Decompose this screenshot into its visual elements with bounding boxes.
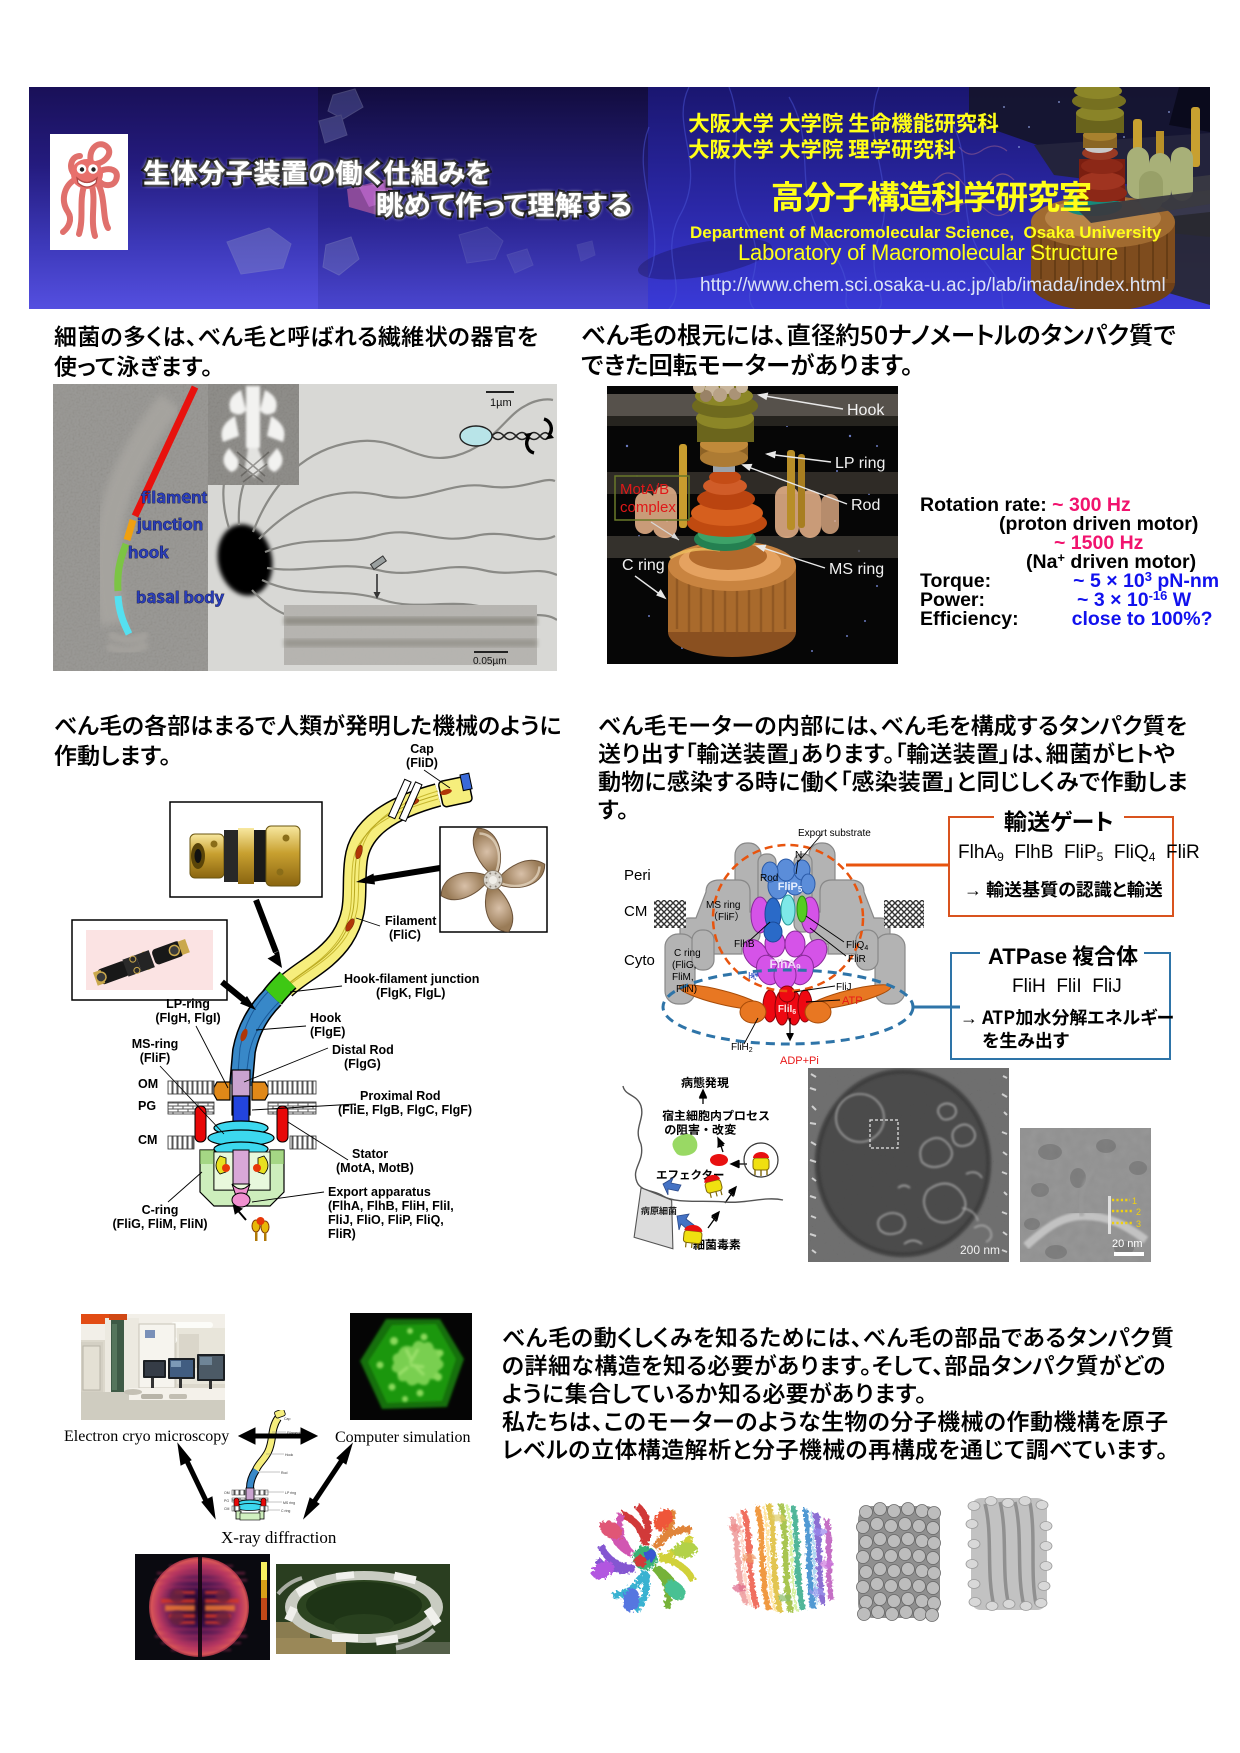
svg-text:(FliF): (FliF): [140, 1051, 171, 1065]
svg-text:FliJ: FliJ: [836, 982, 852, 993]
svg-text:C ring: C ring: [674, 948, 701, 959]
svg-text:Export apparatus: Export apparatus: [328, 1185, 431, 1199]
svg-text:ADP+Pi: ADP+Pi: [780, 1055, 819, 1067]
svg-text:C ring: C ring: [281, 1509, 290, 1513]
svg-text:Hook: Hook: [285, 1453, 293, 1457]
svg-text:Cap: Cap: [410, 742, 434, 756]
svg-text:(FliG,: (FliG,: [672, 960, 696, 971]
svg-text:MS ring: MS ring: [283, 1501, 295, 1505]
svg-text:FliR: FliR: [848, 954, 866, 965]
svg-text:LP-ring: LP-ring: [166, 997, 210, 1011]
svg-text:MotA/B: MotA/B: [620, 481, 669, 498]
svg-text:MS-ring: MS-ring: [132, 1037, 179, 1051]
svg-text:FliP5: FliP5: [778, 881, 803, 894]
svg-text:filament: filament: [141, 483, 208, 508]
svg-text:Export substrate: Export substrate: [798, 828, 871, 839]
svg-text:H+: H+: [748, 971, 759, 982]
svg-text:PG: PG: [224, 1499, 229, 1503]
svg-text:(FlgE): (FlgE): [310, 1025, 345, 1039]
svg-text:PG: PG: [138, 1099, 156, 1113]
svg-text:MS ring: MS ring: [829, 561, 884, 578]
svg-text:MS ring: MS ring: [706, 900, 740, 911]
svg-text:3: 3: [1136, 1219, 1141, 1229]
svg-text:病態発現: 病態発現: [681, 1074, 729, 1091]
svg-text:(FliG, FliM, FliN): (FliG, FliM, FliN): [112, 1217, 207, 1231]
svg-text:(FliD): (FliD): [406, 756, 438, 770]
svg-text:Cap: Cap: [284, 1417, 290, 1421]
svg-text:FliH2: FliH2: [731, 1042, 753, 1054]
svg-text:Distal Rod: Distal Rod: [332, 1043, 394, 1057]
svg-text:（FliF）: （FliF）: [708, 911, 745, 923]
svg-text:Stator: Stator: [352, 1147, 388, 1161]
svg-text:Hook-filament junction: Hook-filament junction: [344, 972, 479, 986]
svg-text:FliI6: FliI6: [778, 1004, 796, 1016]
svg-text:FliJ, FliO, FliP, FliQ,: FliJ, FliO, FliP, FliQ,: [328, 1213, 444, 1227]
svg-text:Filament: Filament: [287, 1431, 300, 1435]
svg-text:(FliC): (FliC): [389, 928, 421, 942]
svg-text:LP ring: LP ring: [835, 455, 885, 472]
svg-text:Hook: Hook: [310, 1011, 341, 1025]
svg-text:20 nm: 20 nm: [1112, 1238, 1143, 1250]
svg-text:2: 2: [1136, 1207, 1141, 1217]
svg-text:0.05µm: 0.05µm: [473, 656, 507, 667]
svg-text:Rod: Rod: [281, 1471, 287, 1475]
svg-text:CM: CM: [138, 1133, 157, 1147]
svg-text:細菌毒素: 細菌毒素: [692, 1236, 741, 1253]
svg-text:FliN): FliN): [676, 984, 697, 995]
svg-text:FliM,: FliM,: [672, 972, 694, 983]
svg-text:ATP: ATP: [842, 995, 863, 1007]
svg-text:宿主細胞内プロセス: 宿主細胞内プロセス: [662, 1107, 770, 1124]
svg-text:1µm: 1µm: [490, 397, 512, 409]
svg-text:200 nm: 200 nm: [960, 1243, 1000, 1257]
svg-text:(FlgK, FlgL): (FlgK, FlgL): [376, 986, 445, 1000]
svg-text:hook: hook: [128, 538, 169, 563]
svg-text:(FliE, FlgB, FlgC, FlgF): (FliE, FlgB, FlgC, FlgF): [338, 1103, 472, 1117]
svg-text:Filament: Filament: [385, 914, 437, 928]
svg-text:(FlgH, FlgI): (FlgH, FlgI): [155, 1011, 220, 1025]
svg-text:LP ring: LP ring: [285, 1491, 296, 1495]
svg-text:Peri: Peri: [624, 867, 651, 884]
svg-text:(FlgG): (FlgG): [344, 1057, 381, 1071]
svg-text:C ring: C ring: [622, 557, 665, 574]
svg-text:FliQ4: FliQ4: [846, 940, 868, 952]
svg-text:OM: OM: [224, 1491, 230, 1495]
svg-text:FlhB: FlhB: [734, 939, 755, 950]
svg-text:basal body: basal body: [136, 583, 225, 608]
svg-text:Rod: Rod: [851, 497, 880, 514]
svg-text:(FlhA, FlhB, FliH, FliI,: (FlhA, FlhB, FliH, FliI,: [328, 1199, 454, 1213]
svg-text:OM: OM: [138, 1077, 158, 1091]
svg-text:病原細菌: 病原細菌: [641, 1204, 677, 1217]
svg-text:FliR): FliR): [328, 1227, 356, 1241]
svg-text:Proximal Rod: Proximal Rod: [360, 1089, 441, 1103]
svg-text:junction: junction: [136, 510, 203, 535]
svg-text:(MotA, MotB): (MotA, MotB): [336, 1161, 414, 1175]
svg-text:の阻害・改変: の阻害・改変: [664, 1121, 736, 1138]
svg-text:C-ring: C-ring: [142, 1203, 179, 1217]
svg-text:CM: CM: [224, 1507, 230, 1511]
svg-text:1: 1: [1132, 1196, 1137, 1206]
svg-text:Rod: Rod: [760, 873, 778, 884]
svg-text:N: N: [795, 850, 802, 861]
svg-text:FlhA9: FlhA9: [769, 957, 801, 972]
svg-text:Cyto: Cyto: [624, 952, 655, 969]
svg-text:Hook: Hook: [847, 402, 885, 419]
svg-text:complex: complex: [620, 499, 676, 516]
svg-text:CM: CM: [624, 903, 647, 920]
